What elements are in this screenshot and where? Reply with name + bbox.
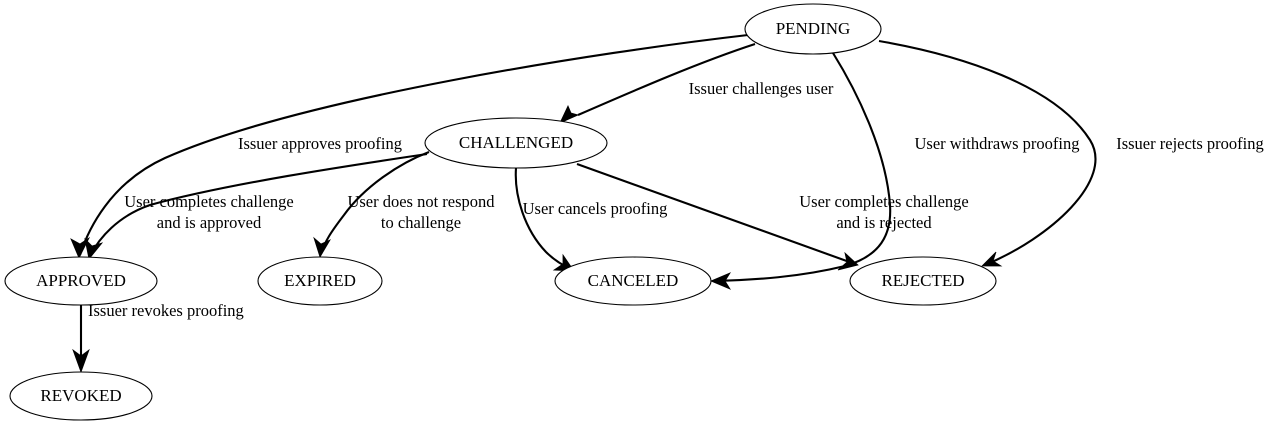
- node-shape-approved: [4, 256, 158, 306]
- edge-label-issuer-challenges-user: Issuer challenges user: [689, 79, 834, 98]
- arrowhead-approved-in-1: [70, 236, 91, 259]
- node-shape-revoked: [9, 371, 153, 421]
- edge-challenged-canceled[interactable]: User cancels proofing: [514, 167, 668, 272]
- edge-pending-canceled[interactable]: User withdraws proofing: [709, 52, 1080, 290]
- edge-pending-challenged[interactable]: Issuer challenges user: [559, 43, 834, 124]
- edge-label-user-cancels-proofing: User cancels proofing: [523, 199, 668, 218]
- node-label-pending: PENDING: [776, 19, 851, 38]
- arrowhead-approved-in-2: [84, 237, 104, 260]
- edge-label-issuer-revokes-proofing: Issuer revokes proofing: [88, 301, 244, 320]
- node-label-challenged: CHALLENGED: [459, 133, 573, 152]
- edge-label-user-withdraws-proofing: User withdraws proofing: [915, 134, 1080, 153]
- edge-challenged-expired[interactable]: User does not respond to challenge: [313, 151, 495, 258]
- node-revoked[interactable]: REVOKED: [9, 371, 153, 421]
- node-label-expired: EXPIRED: [284, 271, 356, 290]
- node-shape-expired: [257, 256, 383, 306]
- arrowhead-challenged-in: [559, 105, 580, 124]
- edge-path-pending-challenged: [577, 43, 756, 116]
- edge-challenged-approved[interactable]: User completes challenge and is approved: [84, 152, 428, 260]
- node-canceled[interactable]: CANCELED: [554, 256, 712, 306]
- edge-label-issuer-approves-proofing: Issuer approves proofing: [238, 134, 402, 153]
- arrowhead-expired-in: [313, 236, 331, 258]
- edge-path-pending-approved: [79, 33, 749, 256]
- node-expired[interactable]: EXPIRED: [257, 256, 383, 306]
- node-shape-canceled: [554, 256, 712, 306]
- edge-label-user-completes-challenge-rejected-line2: and is rejected: [836, 213, 932, 232]
- edge-path-challenged-approved: [89, 152, 428, 257]
- node-rejected[interactable]: REJECTED: [849, 256, 997, 306]
- node-shape-rejected: [849, 256, 997, 306]
- node-pending[interactable]: PENDING: [744, 3, 882, 55]
- edge-pending-rejected[interactable]: Issuer rejects proofing: [878, 39, 1264, 267]
- edge-path-pending-canceled: [713, 52, 892, 283]
- node-challenged[interactable]: CHALLENGED: [424, 117, 608, 169]
- edge-label-user-completes-challenge-approved-line1: User completes challenge: [124, 192, 294, 211]
- arrowhead-canceled-in-2: [709, 272, 732, 290]
- node-label-approved: APPROVED: [36, 271, 126, 290]
- edge-approved-revoked[interactable]: Issuer revokes proofing: [72, 301, 244, 374]
- node-label-rejected: REJECTED: [881, 271, 964, 290]
- edge-label-user-does-not-respond-line2: to challenge: [381, 213, 461, 232]
- node-label-canceled: CANCELED: [588, 271, 679, 290]
- arrowhead-rejected-in-2: [981, 251, 1003, 267]
- edge-pending-approved[interactable]: Issuer approves proofing: [70, 33, 749, 259]
- edge-path-pending-rejected: [878, 39, 1097, 266]
- edge-path-challenged-rejected: [576, 163, 856, 265]
- edge-label-user-completes-challenge-rejected-line1: User completes challenge: [799, 192, 969, 211]
- arrowhead-revoked-in: [72, 348, 90, 374]
- node-approved[interactable]: APPROVED: [4, 256, 158, 306]
- edge-label-issuer-rejects-proofing: Issuer rejects proofing: [1116, 134, 1264, 153]
- edge-path-challenged-canceled: [514, 167, 572, 270]
- node-shape-pending: [744, 3, 882, 55]
- edge-label-user-does-not-respond-line1: User does not respond: [347, 192, 495, 211]
- edge-path-challenged-expired: [319, 151, 430, 255]
- node-shape-challenged: [424, 117, 608, 169]
- edge-label-user-completes-challenge-approved-line2: and is approved: [157, 213, 262, 232]
- node-label-revoked: REVOKED: [40, 386, 121, 405]
